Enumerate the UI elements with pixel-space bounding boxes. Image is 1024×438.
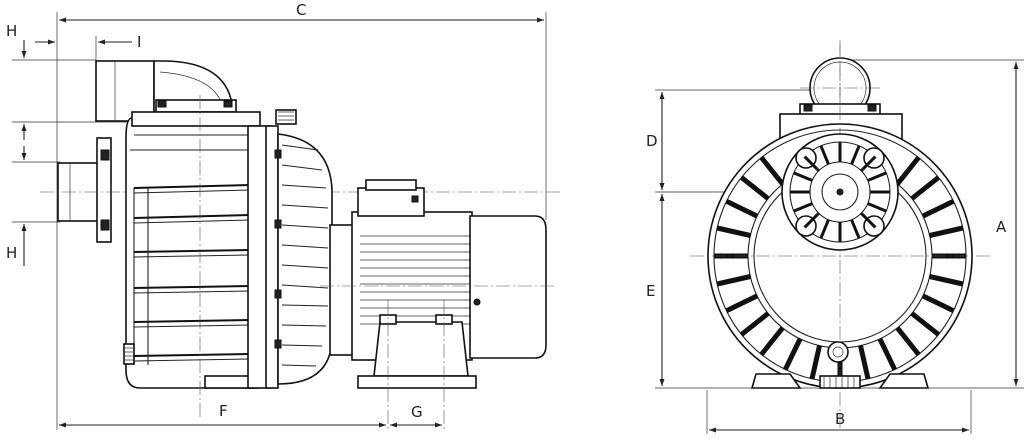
housing-rib [910, 175, 941, 201]
dimension-label-a: A [996, 218, 1007, 236]
dimension-h-lower: H [6, 146, 60, 266]
front-housing [690, 40, 990, 430]
dimension-i: I [35, 33, 141, 62]
dimension-label-i: I [137, 33, 141, 51]
housing-rib [858, 345, 871, 380]
housing-rib [716, 225, 751, 238]
dimension-label-g: G [411, 403, 423, 421]
housing-rib [739, 175, 770, 201]
flange-rib [819, 145, 830, 165]
front-base [750, 373, 930, 389]
housing-rib [725, 199, 759, 219]
flange-rib [867, 171, 887, 182]
housing-rib [725, 293, 759, 313]
housing-rib [759, 155, 785, 186]
flange-rib [803, 212, 820, 229]
housing-rib [739, 311, 770, 337]
outlet-elbow [95, 60, 237, 122]
flange-rib [803, 155, 820, 172]
flange-rib [860, 212, 877, 229]
side-view: C I H H [6, 1, 560, 430]
housing-rib [895, 326, 921, 357]
housing-rib [809, 345, 822, 380]
prefilter-housing [123, 95, 261, 420]
front-inlet-flange [781, 133, 899, 251]
motor-foot [357, 300, 477, 430]
flange-rib [850, 145, 861, 165]
flange-rib [850, 219, 861, 239]
dimension-d: D [646, 92, 665, 190]
housing-rib [910, 311, 941, 337]
front-view: D E A B [646, 40, 1024, 434]
flange-rib [819, 219, 830, 239]
dimension-e: E [646, 194, 665, 386]
flange-ribs [790, 142, 890, 242]
housing-rib [895, 155, 921, 186]
housing-rib [877, 337, 897, 371]
dimension-h-upper: H [6, 22, 140, 140]
flange-rib [793, 202, 813, 213]
inlet-pipe [40, 137, 560, 243]
dimension-b: B [709, 410, 969, 433]
housing-rib [716, 274, 751, 287]
flange-rib [860, 155, 877, 172]
flange-rib [867, 202, 887, 213]
housing-rib [929, 274, 964, 287]
pump-body [247, 109, 333, 389]
housing-rib [759, 326, 785, 357]
dimension-c: C [56, 1, 547, 430]
housing-rib [921, 293, 955, 313]
housing-rib [783, 337, 803, 371]
dimension-f: F [59, 402, 386, 428]
dimension-label-d: D [646, 132, 658, 150]
dimension-label-c: C [296, 1, 306, 19]
dimension-g: G [390, 403, 442, 428]
housing-rib [921, 199, 955, 219]
dimension-label-h-upper: H [6, 22, 17, 40]
housing-rib [929, 225, 964, 238]
dimension-a: A [996, 62, 1019, 386]
dimension-label-f: F [219, 402, 228, 420]
dimension-label-h-lower: H [6, 244, 17, 262]
flange-rib [793, 171, 813, 182]
drain-plug [827, 341, 849, 363]
dimension-label-e: E [646, 282, 655, 300]
